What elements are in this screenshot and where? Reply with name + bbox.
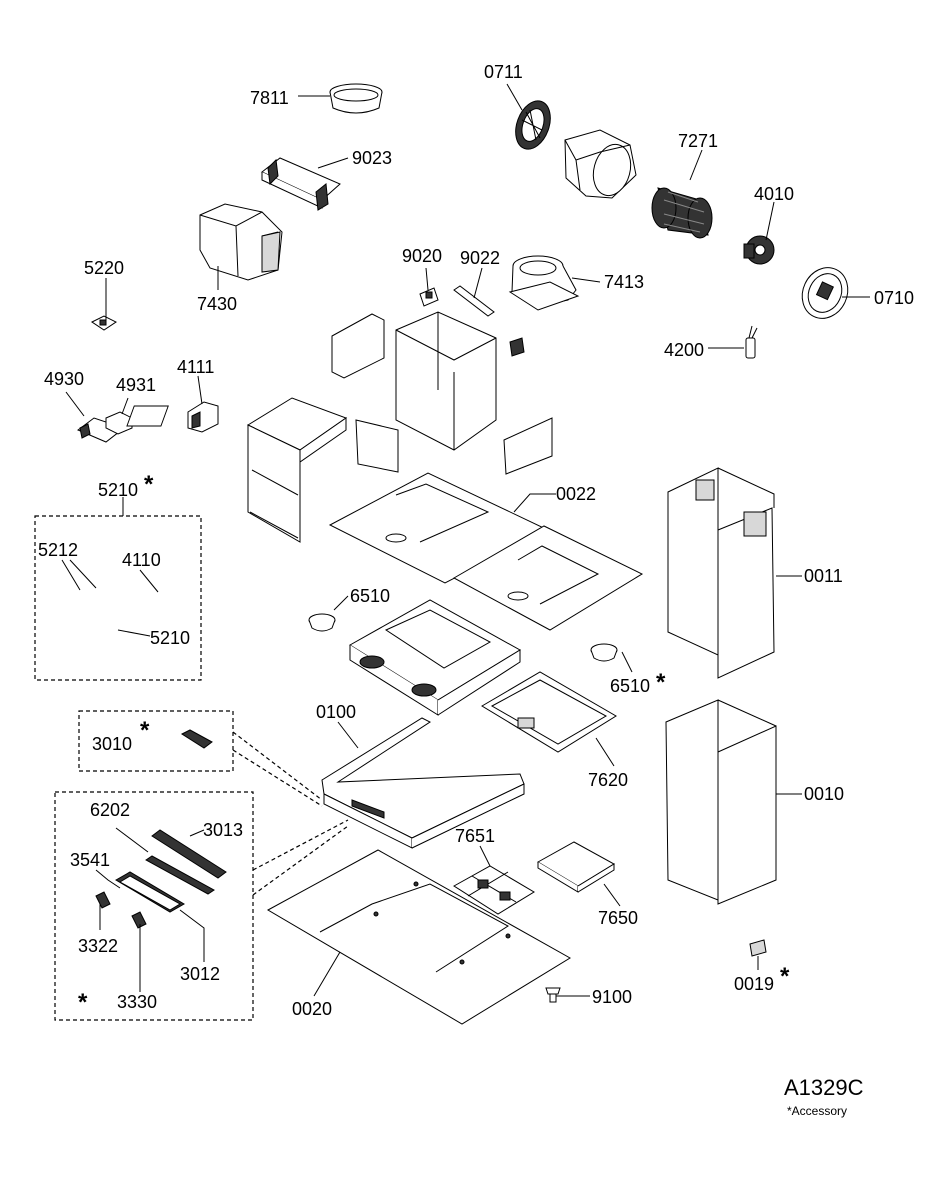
label-9022: 9022 — [460, 248, 500, 268]
second-plate-part — [452, 525, 644, 631]
left-frame-part — [126, 397, 348, 543]
fan-scroll-part — [564, 129, 637, 199]
filter-frame-part — [453, 865, 535, 915]
label-9100: 9100 — [592, 987, 632, 1007]
label-5210-board: 5210 — [150, 628, 190, 648]
lamp-holder-part — [77, 411, 133, 443]
label-6510-left: 6510 — [350, 586, 390, 606]
bracket-part — [261, 157, 341, 211]
label-4110: 4110 — [122, 550, 161, 570]
label-0711: 0711 — [484, 62, 523, 82]
hood-chassis-part — [349, 599, 521, 716]
grease-filter-part — [481, 671, 617, 753]
clip-part — [419, 287, 439, 307]
small-board-part — [91, 315, 117, 331]
impeller-part — [651, 187, 713, 239]
switch-part — [187, 401, 219, 433]
label-0100: 0100 — [316, 702, 356, 722]
label-3541: 3541 — [70, 850, 110, 870]
label-4930: 4930 — [44, 369, 84, 389]
label-7620: 7620 — [588, 770, 628, 790]
label-7430: 7430 — [197, 294, 237, 314]
label-7811: 7811 — [250, 88, 289, 108]
motor-part — [743, 235, 775, 265]
accessory-mark-5210: * — [144, 471, 154, 498]
fan-grille-part — [515, 100, 551, 150]
label-0710: 0710 — [874, 288, 914, 308]
lower-chimney-part — [665, 699, 777, 905]
label-9020: 9020 — [402, 246, 442, 266]
label-6202: 6202 — [90, 800, 130, 820]
screw-part — [545, 987, 561, 1003]
hood-body-part — [321, 717, 525, 849]
label-7650: 7650 — [598, 908, 638, 928]
label-plate-part — [749, 939, 767, 957]
label-5212: 5212 — [38, 540, 78, 560]
accessory-mark-0019: * — [780, 963, 790, 990]
lamp-right-part — [590, 643, 618, 662]
center-frame-part — [331, 311, 553, 475]
label-0022: 0022 — [556, 484, 596, 504]
callout-connector — [232, 731, 349, 896]
drawing-code: A1329C — [784, 1075, 864, 1100]
accessory-mark-controls: * — [78, 989, 88, 1016]
label-3330: 3330 — [117, 992, 157, 1012]
label-4010: 4010 — [754, 184, 794, 204]
group-box-controls — [54, 791, 254, 1021]
label-0010: 0010 — [804, 784, 844, 804]
group-box-3010 — [78, 710, 234, 772]
carbon-filter-part — [537, 841, 615, 893]
control-assembly-part — [95, 829, 227, 929]
accessory-mark-6510: * — [656, 669, 666, 696]
label-0011: 0011 — [804, 566, 843, 586]
accessory-mark-3010: * — [140, 717, 150, 744]
label-3013: 3013 — [203, 820, 243, 840]
lamp-left-part — [308, 613, 336, 632]
accessory-note: *Accessory — [787, 1104, 848, 1118]
motor-plate-part — [801, 267, 849, 319]
label-7271: 7271 — [678, 131, 718, 151]
label-7413: 7413 — [604, 272, 644, 292]
air-deflector-part — [199, 203, 283, 281]
label-0020: 0020 — [292, 999, 332, 1019]
leader-lines — [61, 83, 870, 997]
label-3010: 3010 — [92, 734, 132, 754]
label-5210-group: 5210 — [98, 480, 138, 500]
label-9023: 9023 — [352, 148, 392, 168]
rail-part — [453, 285, 495, 317]
group-box-5210 — [34, 515, 202, 681]
fan-housing-part — [508, 255, 580, 311]
label-7651: 7651 — [455, 826, 495, 846]
label-4200: 4200 — [664, 340, 704, 360]
duct-collar-part — [329, 83, 383, 114]
switch-group-part — [180, 729, 213, 749]
wall-plate-part — [266, 849, 571, 1025]
capacitor-part — [745, 325, 758, 359]
label-3322: 3322 — [78, 936, 118, 956]
label-3012: 3012 — [180, 964, 220, 984]
label-4111: 4111 — [177, 357, 214, 377]
label-4931: 4931 — [116, 375, 156, 395]
label-5220: 5220 — [84, 258, 124, 278]
upper-chimney-part — [667, 467, 775, 679]
label-0019: 0019 — [734, 974, 774, 994]
label-6510-right: 6510 — [610, 676, 650, 696]
